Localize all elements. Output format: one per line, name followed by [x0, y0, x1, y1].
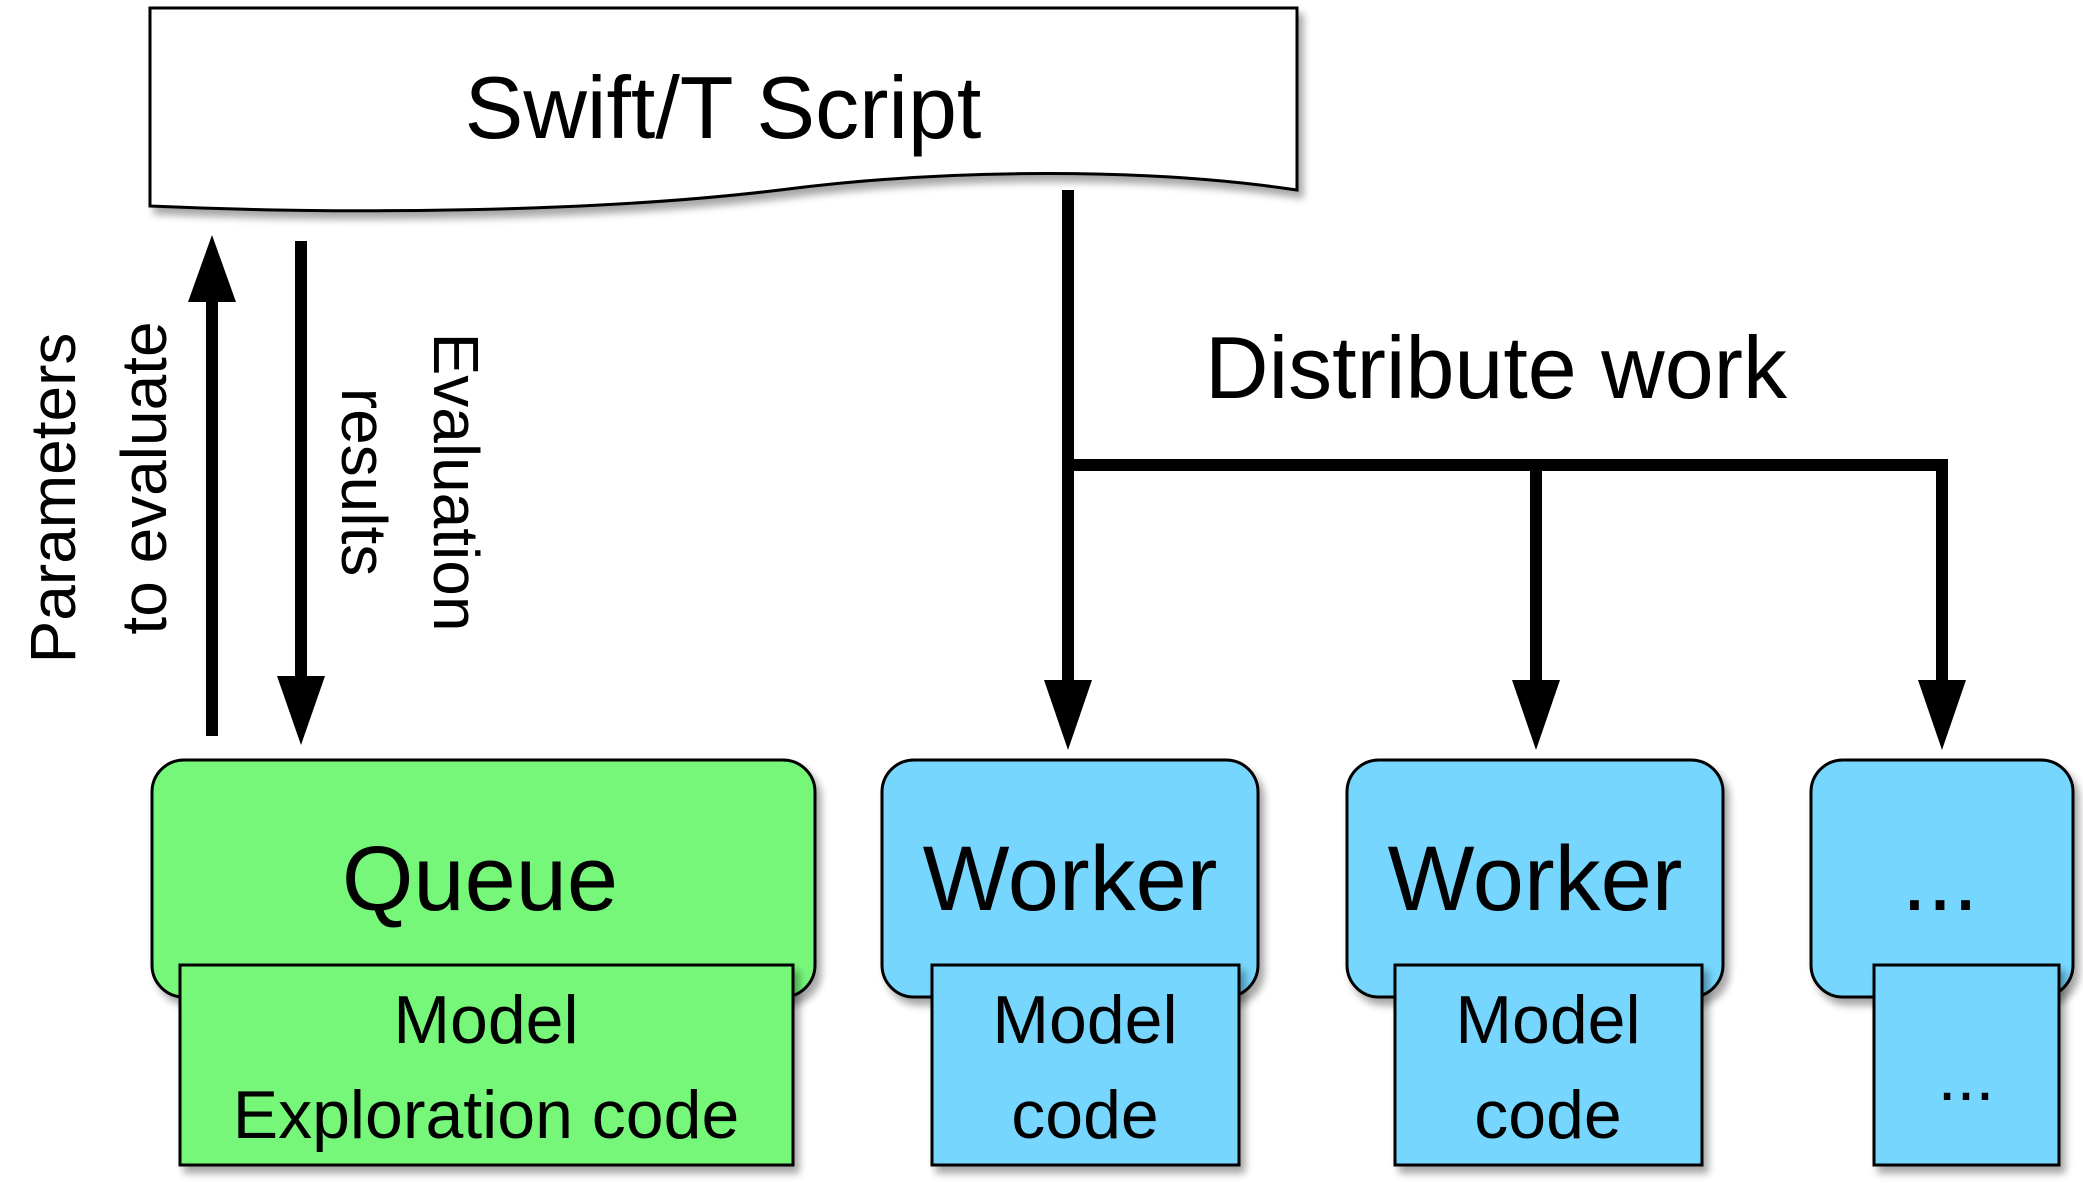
worker-sub-box — [1393, 963, 1704, 1167]
queue-sub-line2: Exploration code — [233, 1077, 740, 1153]
worker-sub-line1: Model — [992, 982, 1177, 1058]
more-workers-sub-box — [1872, 963, 2061, 1167]
worker-label: Worker — [1388, 828, 1683, 930]
worker-sub-line2: code — [1474, 1077, 1621, 1153]
evaluation-label-line1: Evaluation — [420, 333, 492, 632]
parameters-label-line1: Parameters — [17, 333, 89, 664]
script-box-label: Swift/T Script — [465, 58, 982, 157]
more-workers-sub-line2: ... — [1938, 1039, 1995, 1115]
parameters-arrow — [188, 235, 236, 736]
parameters-label-line2: to evaluate — [108, 321, 180, 634]
queue-sub-box — [178, 963, 795, 1167]
worker-sub-line1: Model — [1455, 982, 1640, 1058]
worker-label: Worker — [923, 828, 1218, 930]
distribute-arrows — [1044, 190, 1966, 750]
more-workers-label: ... — [1902, 828, 1979, 930]
evaluation-label-line2: results — [328, 388, 400, 577]
queue-label: Queue — [342, 828, 618, 930]
more-workers-node: ... ... — [1809, 758, 2075, 1167]
worker-node: Worker Model code — [1345, 758, 1725, 1167]
script-box-shape — [148, 6, 1299, 213]
script-box: Swift/T Script — [148, 6, 1299, 213]
results-arrow — [277, 241, 325, 745]
worker-node: Worker Model code — [880, 758, 1260, 1167]
worker-sub-box — [930, 963, 1241, 1167]
worker-sub-line2: code — [1011, 1077, 1158, 1153]
distribute-work-label: Distribute work — [1205, 318, 1788, 417]
queue-sub-line1: Model — [393, 982, 578, 1058]
queue-node: Queue Model Exploration code — [150, 758, 817, 1167]
